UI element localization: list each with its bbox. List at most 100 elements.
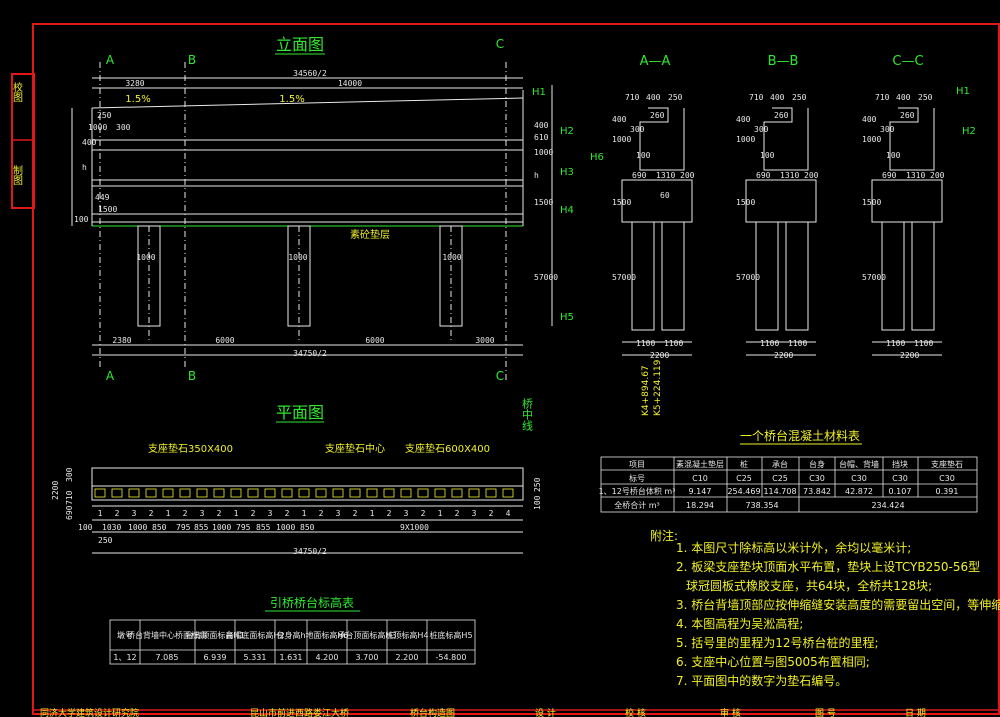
section-views — [621, 107, 943, 356]
plan-bot-795b: 795 — [236, 523, 251, 532]
bearing-pad — [468, 488, 480, 498]
level-table-grid — [109, 619, 476, 665]
section-c: C—C 710 400 250 260 300 100 690 1310 200… — [862, 54, 976, 360]
pile-dim-2: 1000 — [288, 253, 307, 262]
plan-bot-1000: 1000 — [128, 523, 147, 532]
plan-left-690: 690 — [65, 505, 74, 520]
pad-number: 2 — [319, 509, 324, 518]
section-a: A—A 710 400 250 260 300 100 60 690 1310 … — [612, 54, 695, 360]
elev-right-1000: 1000 — [534, 148, 553, 157]
level-h3: H3 — [560, 167, 574, 178]
level-header-cell: 地面标高H6 — [305, 630, 348, 640]
level-header-cell: 台帽底面标高H2 — [225, 630, 284, 640]
mileage-2: K5+224.119 — [653, 359, 663, 416]
bearing-pad — [247, 488, 259, 498]
sec-a-v1500: 1500 — [612, 198, 631, 207]
sec-level-h2: H2 — [962, 126, 976, 137]
level-table-title: 引桥桥台标高表 — [270, 595, 354, 610]
notes-head: 附注: — [650, 528, 678, 543]
side-tab-draw: 制图 — [11, 164, 23, 186]
bearing-pad — [196, 488, 208, 498]
plan-extra-250: 250 — [98, 536, 113, 545]
elev-left-300b: 1500 — [98, 205, 117, 214]
sec-b-250: 250 — [792, 93, 807, 102]
notes-list: 1. 本图尺寸除标高以米计外，余均以毫米计;2. 板梁支座垫块顶面水平布置，垫块… — [676, 540, 1000, 688]
elev-left-1500: 449 — [95, 193, 110, 202]
material-total-cell: 738.354 — [745, 501, 778, 510]
pad-number: 2 — [217, 509, 222, 518]
pad-number: 1 — [166, 509, 171, 518]
pad-number: 2 — [115, 509, 120, 518]
slope-left: 1.5% — [125, 94, 150, 105]
material-grade-label: 标号 — [629, 473, 645, 483]
sec-a-100: 100 — [636, 151, 651, 160]
sec-a-400: 400 — [646, 93, 661, 102]
material-value-cell: 42.872 — [845, 487, 873, 496]
bearing-pad — [366, 488, 378, 498]
sec-b-260: 260 — [774, 111, 789, 120]
bearing-pad — [332, 488, 344, 498]
plan-title: 平面图 — [276, 403, 324, 422]
mileage-1: K4+894.67 — [641, 365, 651, 416]
plan-callout-2: 支座垫石中心 — [325, 442, 385, 455]
elev-right-610: 610 — [534, 133, 549, 142]
sec-b-b1100b: 1100 — [788, 339, 807, 348]
level-value-cell: 6.939 — [204, 653, 227, 662]
bearing-pad — [111, 488, 123, 498]
level-h6: H6 — [590, 152, 604, 163]
sec-c-250: 250 — [918, 93, 933, 102]
note-line: 7. 平面图中的数字为垫石编号。 — [676, 673, 847, 688]
sec-a-60: 60 — [660, 191, 670, 200]
material-header-cell: 支座垫石 — [931, 459, 963, 469]
sec-a-b1100a: 1100 — [636, 339, 655, 348]
note-line: 2. 板梁支座垫块顶面水平布置，垫块上设TCYB250-56型 — [676, 559, 980, 574]
sec-a-b2200: 2200 — [650, 351, 669, 360]
elevation-view — [71, 62, 553, 380]
plan-callout-3: 支座垫石600X400 — [405, 442, 490, 455]
slope-right: 1.5% — [279, 94, 304, 105]
plan-bot-1030: 1030 — [102, 523, 121, 532]
pad-number: 4 — [506, 509, 511, 518]
sec-c-100: 100 — [886, 151, 901, 160]
bearing-pad — [213, 488, 225, 498]
bearing-pad — [281, 488, 293, 498]
axis-a-top: A — [106, 53, 115, 67]
pile-dim-1: 1000 — [136, 253, 155, 262]
elev-left-250: 250 — [97, 111, 112, 120]
level-header-cell: 台背顶面标高H1 — [185, 630, 244, 640]
sec-c-v1000: 1000 — [862, 135, 881, 144]
sec-b-v57000: 57000 — [736, 273, 760, 282]
sec-a-v400: 400 — [612, 115, 627, 124]
sec-c-710: 710 — [875, 93, 890, 102]
plan-bot-1000c: 1000 — [276, 523, 295, 532]
bearing-pad — [94, 488, 106, 498]
sec-c-300: 300 — [880, 125, 895, 134]
elev-dim-14000: 14000 — [338, 79, 362, 88]
section-a-title: A—A — [640, 54, 671, 69]
sec-b-710: 710 — [749, 93, 764, 102]
material-header-cell: 挡块 — [892, 459, 908, 469]
bottom-dim-6000b: 6000 — [365, 336, 384, 345]
plan-bot-1000b: 1000 — [212, 523, 231, 532]
tb-institute: 同济大学建筑设计研究院 — [40, 707, 139, 717]
elev-dim-3280: 3280 — [125, 79, 144, 88]
tb-check: 校 核 — [625, 707, 646, 717]
elev-total-top: 34560/2 — [293, 69, 327, 78]
axis-a-bottom: A — [106, 369, 115, 383]
sec-b-400: 400 — [770, 93, 785, 102]
sec-a-v57000: 57000 — [612, 273, 636, 282]
bearing-pad — [417, 488, 429, 498]
material-value-cell: 0.107 — [889, 487, 912, 496]
elev-left-449: 400 — [82, 138, 97, 147]
pad-number: 3 — [404, 509, 409, 518]
note-line: 5. 括号里的里程为12号桥台桩的里程; — [676, 635, 879, 650]
sec-a-v1000: 1000 — [612, 135, 631, 144]
material-header-cell: 台帽、背墙 — [839, 459, 879, 469]
sec-c-690: 690 — [882, 171, 897, 180]
level-value-cell: 5.331 — [244, 653, 267, 662]
axis-b-bottom: B — [188, 369, 196, 383]
sec-a-300: 300 — [630, 125, 645, 134]
sec-b-200: 200 — [804, 171, 819, 180]
bearing-pad — [383, 488, 395, 498]
